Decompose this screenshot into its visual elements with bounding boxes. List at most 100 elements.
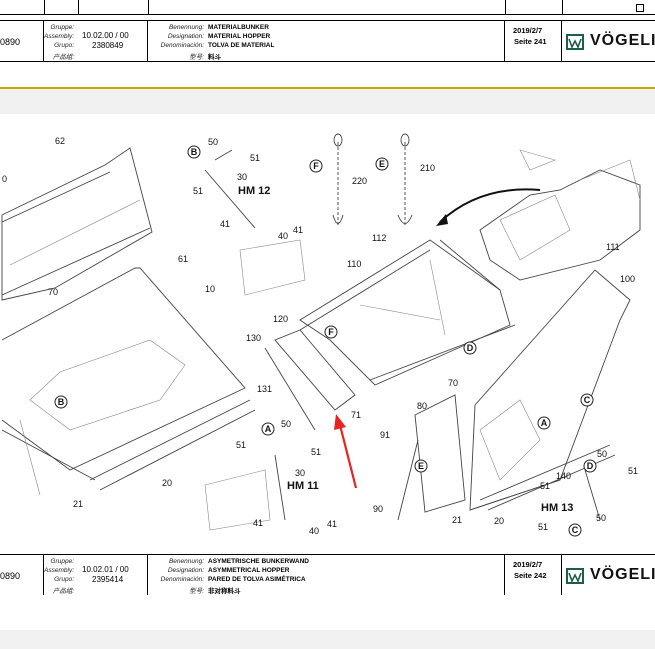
hopper-wall-center — [299, 239, 516, 386]
part-label: 21 — [452, 515, 462, 525]
denominacion-label: Denominación: — [160, 576, 204, 583]
svg-text:A: A — [541, 418, 548, 428]
svg-text:F: F — [313, 161, 319, 171]
part-label: 51 — [628, 466, 638, 476]
part-label: 51 — [311, 447, 321, 457]
logo-icon — [566, 568, 584, 584]
header-top: 0890 Gruppe: Assembly: Grupo: 产品组: 10.02… — [0, 20, 655, 62]
part-label: 111 — [606, 242, 620, 252]
part-label: 51 — [538, 522, 548, 532]
callout-b-left: B — [54, 395, 68, 409]
page-divider — [0, 87, 655, 89]
part-label: 41 — [327, 519, 337, 529]
part-label: HM 13 — [541, 502, 573, 514]
grupo-value: 2380849 — [92, 41, 124, 50]
page-number: Seite 241 — [514, 37, 547, 46]
part-label: 130 — [246, 333, 261, 343]
callout-c-right: C — [580, 393, 594, 407]
header-bottom: 0890 Gruppe: Assembly: Grupo: 产品组: 10.02… — [0, 554, 655, 596]
part-label: 110 — [347, 259, 361, 269]
part-label: 41 — [293, 225, 303, 235]
left-code: 0890 — [0, 37, 21, 47]
callout-d-mid: D — [463, 341, 477, 355]
logo-icon — [566, 34, 584, 50]
part-label: 50 — [597, 449, 607, 459]
grupo-label: Grupo: — [54, 576, 74, 583]
part-label: 0 — [2, 174, 7, 184]
date: 2019/2/7 — [513, 26, 543, 35]
gruppe-label: Gruppe: — [50, 24, 75, 31]
designation-value: MATERIAL HOPPER — [208, 33, 271, 40]
drawing-sheet: B F E F D B C A A E D C 62 50 51 51 30 H… — [0, 114, 655, 554]
part-label: 70 — [48, 287, 58, 297]
callout-a-left: A — [261, 422, 275, 436]
part-label: 220 — [352, 176, 367, 186]
part-label: 51 — [236, 440, 246, 450]
denominacion-label: Denominación: — [160, 42, 204, 49]
exploded-parts-drawing: B F E F D B C A A E D C 62 50 51 51 30 H… — [1, 133, 641, 537]
svg-text:C: C — [584, 395, 591, 405]
benennung-label: Benennung: — [168, 558, 204, 565]
chain-210 — [397, 133, 413, 225]
cn-name-value: 非对称料斗 — [208, 588, 241, 595]
grupo-value: 2395414 — [92, 575, 124, 584]
cylinder-hm11 — [204, 454, 286, 531]
bar-90 — [397, 439, 419, 521]
part-label: 140 — [556, 471, 571, 481]
cylinder-hm13 — [584, 469, 601, 521]
svg-text:D: D — [587, 461, 594, 471]
part-label: 21 — [73, 499, 83, 509]
part-label: 40 — [309, 526, 319, 536]
cn-group-label: 产品组: — [52, 54, 74, 61]
callout-e-bottom: E — [414, 459, 428, 473]
benennung-label: Benennung: — [168, 24, 204, 31]
svg-text:A: A — [265, 424, 272, 434]
benennung-value: MATERIALBUNKER — [208, 24, 269, 31]
left-code: 0890 — [0, 571, 21, 581]
svg-text:B: B — [58, 397, 65, 407]
part-label: 30 — [295, 468, 305, 478]
chain-220 — [332, 133, 344, 225]
cn-name-value: 料斗 — [208, 54, 221, 61]
hopper-wall-right — [469, 269, 631, 511]
benennung-value: ASYMETRISCHE BUNKERWAND — [208, 558, 309, 565]
part-label: 40 — [278, 231, 288, 241]
callout-b-top: B — [187, 145, 201, 159]
designation-label: Designation: — [167, 33, 204, 40]
red-annotation-arrow-icon — [338, 424, 358, 489]
callout-f-top: F — [309, 159, 323, 173]
part-label: 20 — [494, 516, 504, 526]
part-label: 61 — [178, 254, 188, 264]
denominacion-value: PARED DE TOLVA ASIMÉTRICA — [208, 576, 306, 583]
callout-e-top: E — [375, 157, 389, 171]
denominacion-value: TOLVA DE MATERIAL — [208, 42, 275, 49]
part-label: 100 — [620, 274, 635, 284]
part-label: HM 11 — [287, 480, 319, 492]
part-label: 51 — [540, 481, 550, 491]
part-label: HM 12 — [238, 185, 270, 197]
cn-name-label: 型号: — [189, 588, 204, 595]
svg-text:E: E — [379, 159, 385, 169]
date: 2019/2/7 — [513, 560, 543, 569]
part-label: 71 — [351, 410, 361, 420]
plate-80 — [414, 394, 466, 513]
cn-name-label: 型号: — [189, 54, 204, 61]
assembly-value: 10.02.01 / 00 — [82, 565, 129, 574]
part-label: 70 — [448, 378, 458, 388]
designation-value: ASYMMETRICAL HOPPER — [208, 567, 290, 574]
svg-text:B: B — [191, 147, 198, 157]
logo-text: VÖGELI — [590, 566, 655, 583]
assembly-value: 10.02.00 / 00 — [82, 31, 129, 40]
part-label: 120 — [273, 314, 288, 324]
side-plate-120 — [264, 329, 356, 431]
part-label: 30 — [237, 172, 247, 182]
red-arrowhead-icon — [334, 414, 346, 430]
part-label: 50 — [596, 513, 606, 523]
assembly-label: Assembly: — [44, 33, 74, 40]
bottom-sheet-area — [0, 595, 655, 630]
callout-a-right: A — [537, 416, 551, 430]
page-number: Seite 242 — [514, 571, 547, 580]
designation-label: Designation: — [167, 567, 204, 574]
part-label: 91 — [380, 430, 390, 440]
part-label: 80 — [417, 401, 427, 411]
